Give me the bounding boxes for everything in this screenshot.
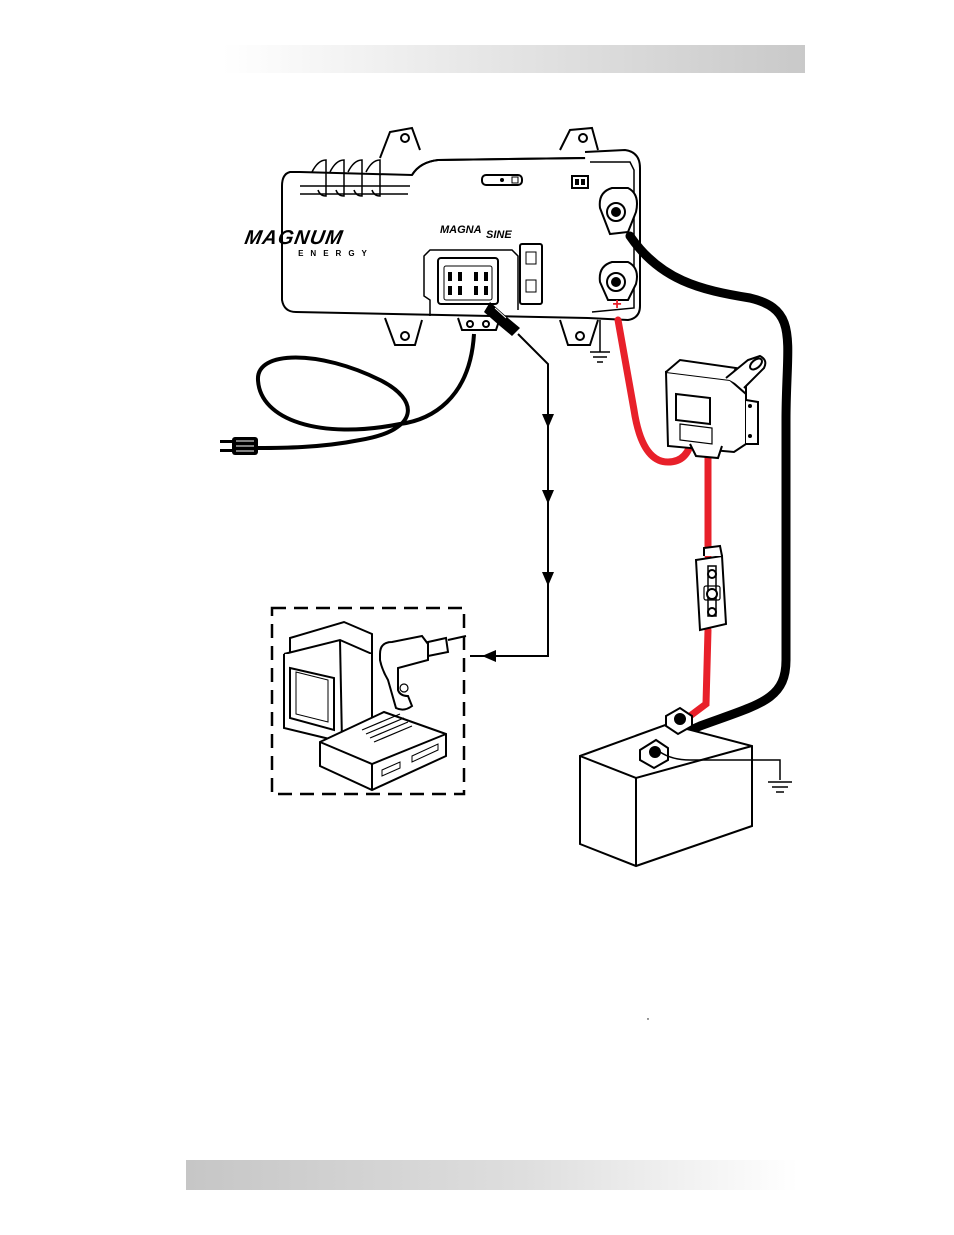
product-name-left: MAGNA bbox=[440, 224, 482, 236]
disconnect-switch-icon bbox=[666, 356, 765, 458]
ac-input-cord bbox=[258, 334, 474, 448]
positive-label: + bbox=[612, 296, 621, 313]
inverter-positive-terminal bbox=[600, 262, 637, 300]
ac-plug-icon bbox=[220, 437, 258, 455]
logo-main: MAGNUM bbox=[243, 227, 345, 249]
power-drill-icon bbox=[380, 636, 466, 710]
battery-ground-symbol bbox=[768, 782, 792, 792]
product-name-right: SINE bbox=[486, 229, 512, 241]
ac-output-line bbox=[470, 334, 548, 656]
stray-mark bbox=[647, 1018, 648, 1019]
logo-sub: ENERGY bbox=[298, 249, 374, 258]
battery-icon bbox=[580, 724, 752, 866]
flow-arrows bbox=[482, 414, 554, 662]
fuse-holder-icon bbox=[696, 546, 726, 630]
